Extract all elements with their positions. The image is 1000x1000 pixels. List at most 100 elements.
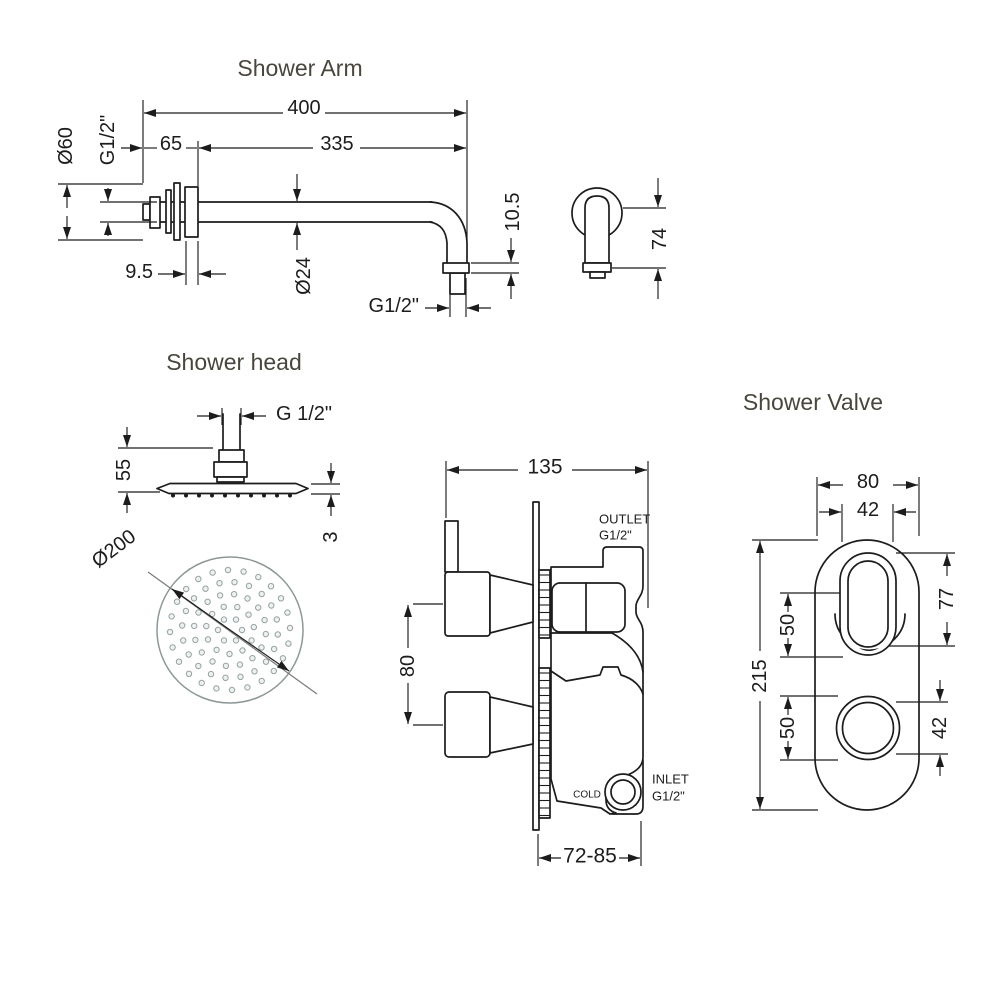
arm-dim-flange-depth: 9.5	[125, 241, 226, 285]
spray-nozzle-dot	[261, 616, 268, 624]
head-nozzle-tick	[262, 493, 266, 498]
spray-nozzle-dot	[213, 685, 220, 692]
arm-side-stub	[589, 271, 606, 279]
front-dim-77: 77	[889, 552, 958, 647]
front-dim-50-bottom: 50	[777, 695, 838, 761]
head-nozzle-tick	[171, 493, 175, 498]
dim-text-handle-height: 77	[936, 588, 958, 610]
spray-nozzle-dot	[270, 667, 277, 675]
head-nozzle-tick	[288, 493, 292, 498]
shower-head-face-view: Ø200	[88, 525, 318, 704]
spray-nozzle-dot	[245, 611, 252, 618]
spray-nozzle-dot	[232, 637, 240, 644]
spray-nozzle-dot	[245, 582, 253, 590]
inlet-thread-label: G1/2"	[652, 789, 685, 804]
spray-nozzle-dot	[279, 655, 287, 662]
shower-valve-title: Shower Valve	[743, 389, 883, 415]
spray-nozzle-dot	[230, 591, 238, 598]
spray-nozzle-dot	[198, 649, 206, 656]
valve-lever-cone	[489, 574, 534, 634]
valve-lower-housing-top	[550, 666, 644, 695]
arm-dim-drop: 10.5	[471, 193, 524, 299]
spray-nozzle-dot	[214, 626, 222, 634]
spray-nozzle-dot	[234, 603, 241, 611]
spray-nozzle-dot	[251, 668, 258, 675]
shower-valve-side-section: 135 80 OUTLET G1/2" COLD INLET G1/2" 72-…	[397, 456, 689, 868]
spray-nozzle-dot	[267, 583, 275, 590]
head-dim-height: 55	[113, 427, 213, 513]
dim-text-65: 65	[160, 133, 182, 155]
spray-nozzle-dot	[228, 686, 236, 694]
dim-text-flange-dia: Ø60	[55, 127, 77, 165]
dim-text-handle-width: 42	[857, 499, 879, 521]
arm-dim-flange-diameter: Ø60	[55, 127, 143, 241]
valve-dim-80: 80	[397, 603, 443, 726]
spray-nozzle-dot	[274, 631, 281, 638]
valve-wall-plate	[532, 501, 540, 831]
head-nozzle-tick	[197, 493, 201, 498]
dim-text-head-thread: G 1/2"	[276, 403, 332, 425]
spray-nozzle-dot	[216, 592, 224, 599]
spray-nozzle-dot	[175, 658, 183, 665]
spray-nozzle-dot	[166, 628, 174, 636]
spray-nozzle-dot	[198, 679, 205, 687]
spray-nozzle-dot	[185, 670, 193, 677]
diameter-arrow	[229, 629, 290, 672]
spray-nozzle-dot	[239, 647, 246, 654]
dim-text-80-spacing: 80	[397, 655, 419, 677]
head-nozzle-row	[171, 493, 292, 498]
diameter-arrow	[171, 588, 231, 631]
dim-text-55: 55	[113, 459, 135, 481]
front-dim-80: 80	[816, 471, 920, 536]
valve-knob-cylinder	[444, 691, 491, 758]
spray-nozzle-dot	[179, 622, 186, 629]
front-dim-215: 215	[749, 539, 818, 811]
dim-text-10-5: 10.5	[502, 193, 524, 232]
spray-nozzle-dot	[258, 590, 265, 598]
shower-arm-side-view: 74	[571, 178, 671, 299]
spray-nozzle-dot	[192, 636, 199, 644]
valve-thread-sleeve-top	[538, 569, 551, 639]
spray-nozzle-dot	[204, 598, 211, 605]
head-nozzle-tick	[184, 493, 188, 498]
spray-nozzle-dot	[268, 602, 275, 609]
head-stem-nut	[218, 449, 245, 463]
head-ball-joint-nut	[213, 461, 248, 478]
spray-nozzle-dot	[220, 637, 228, 644]
arm-outlet-thread-stub	[449, 272, 466, 295]
spray-nozzle-dot	[258, 677, 265, 685]
valve-front-view	[814, 539, 920, 811]
cold-label: COLD	[573, 790, 601, 801]
spray-nozzle-dot	[182, 607, 190, 615]
outlet-label: OUTLET	[599, 512, 650, 527]
spray-nozzle-dot	[207, 670, 215, 678]
valve-cartridge	[551, 582, 626, 633]
arm-flange-plate	[184, 186, 199, 238]
head-collar	[216, 476, 245, 483]
spray-nozzle-dot	[191, 622, 198, 630]
arm-outlet-nut	[442, 262, 470, 274]
spray-nozzle-dot	[286, 624, 294, 632]
dim-text-135: 135	[527, 456, 562, 479]
spray-nozzle-dot	[255, 573, 262, 581]
spray-nozzle-dot	[262, 630, 269, 638]
shower-valve-front-section: Shower Valve 80 42	[743, 389, 958, 811]
arm-dim-65-335: 65 335	[121, 133, 466, 186]
spray-nozzle-dot	[231, 579, 238, 586]
spray-nozzle-dot	[190, 595, 198, 602]
dim-text-50-top: 50	[777, 614, 799, 636]
spray-dot-field	[166, 566, 294, 694]
thread-serrations	[539, 574, 550, 817]
spray-nozzle-dot	[213, 646, 220, 654]
head-dim-thread: G 1/2"	[197, 403, 332, 425]
spray-nozzle-dot	[249, 655, 256, 662]
valve-thread-sleeve-bottom	[538, 667, 551, 819]
arm-dim-outlet-thread: G1/2"	[369, 278, 491, 317]
valve-inlet-boss-inner	[610, 779, 636, 805]
spray-nozzle-dot	[209, 658, 216, 665]
valve-dim-135: 135	[445, 456, 649, 608]
spray-nozzle-dot	[185, 651, 192, 658]
head-nozzle-tick	[249, 493, 253, 498]
spray-nozzle-dot	[258, 644, 265, 651]
arm-dim-400: 400	[142, 97, 468, 240]
